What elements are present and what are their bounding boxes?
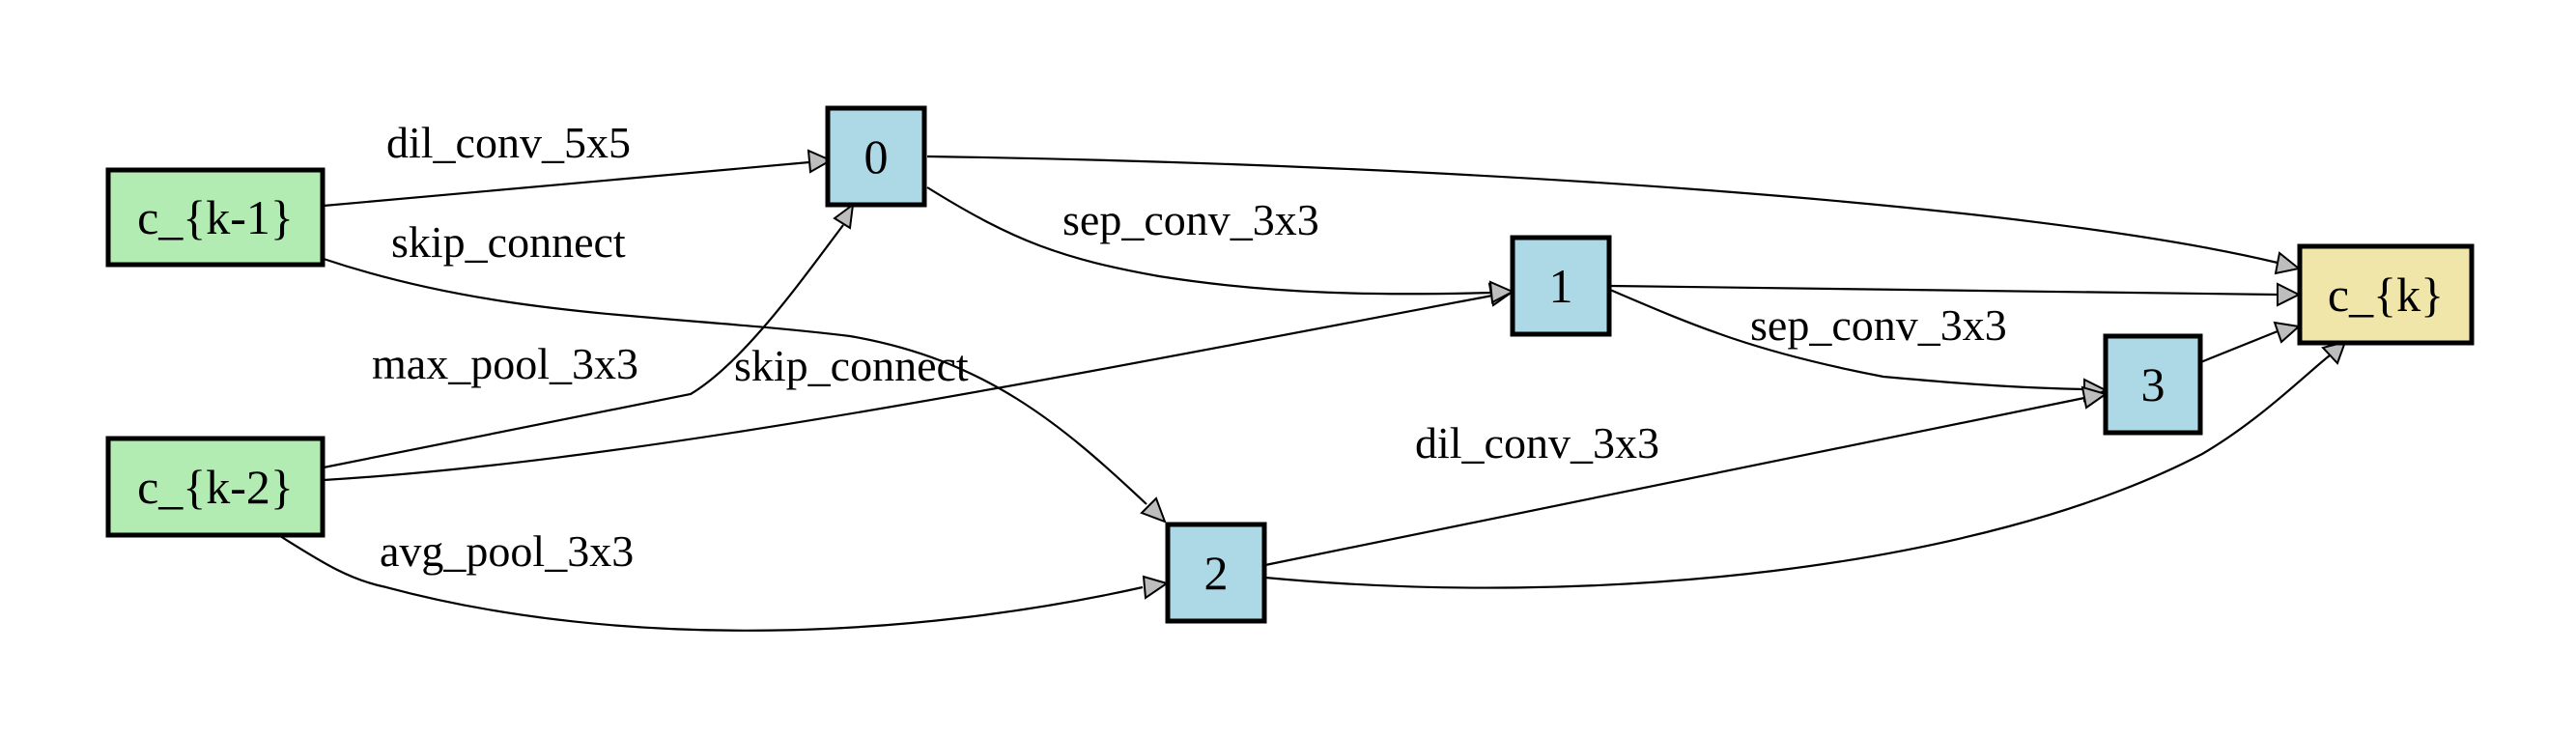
arrowhead	[807, 149, 834, 174]
node-label: c_{k-2}	[137, 460, 294, 514]
node-box	[105, 167, 326, 268]
arrowhead	[1488, 280, 1515, 304]
edge-label-avg-pool-3x3: avg_pool_3x3	[380, 526, 634, 576]
edge-1-to-ck	[1609, 282, 2302, 307]
node-3[interactable]: 3	[2103, 333, 2203, 436]
edge-line	[323, 224, 844, 469]
edge-line	[1264, 354, 2331, 589]
node-1[interactable]: 1	[1510, 235, 1612, 337]
node-2[interactable]: 2	[1165, 522, 1267, 624]
node-box	[1510, 235, 1612, 337]
node-label: 1	[1549, 259, 1573, 313]
edge-ck2-to-0	[323, 202, 855, 469]
edge-label-skip-connect-1: skip_connect	[391, 217, 626, 267]
edge-0-to-ck	[926, 155, 2302, 275]
node-box	[2103, 333, 2203, 436]
edge-ck1-to-2	[323, 257, 1167, 524]
edge-line	[926, 155, 2279, 265]
edge-line	[323, 257, 1147, 505]
arrowhead	[1142, 575, 1170, 600]
node-label: c_{k}	[2328, 268, 2444, 322]
edge-label-dil-conv-5x5: dil_conv_5x5	[386, 118, 631, 167]
edge-label-sep-conv-3x3-2: sep_conv_3x3	[1750, 300, 2007, 350]
edge-line	[323, 160, 810, 208]
edge-line	[323, 294, 1493, 482]
arrowhead	[833, 202, 855, 230]
edge-2-to-3	[1264, 385, 2109, 567]
node-c-k-1[interactable]: c_{k-1}	[105, 167, 326, 268]
arrowhead	[1140, 496, 1167, 524]
node-box	[2297, 243, 2475, 346]
edge-ck2-to-2	[279, 535, 1170, 632]
edge-label-dil-conv-3x3: dil_conv_3x3	[1415, 418, 1659, 467]
edge-line	[1609, 284, 2279, 297]
node-box	[825, 105, 927, 208]
node-label: c_{k-1}	[137, 190, 294, 244]
edge-label-max-pool-3x3: max_pool_3x3	[372, 339, 638, 388]
edge-label-skip-connect-2: skip_connect	[734, 341, 969, 390]
edge-label-sep-conv-3x3-1: sep_conv_3x3	[1062, 195, 1319, 244]
node-c-k[interactable]: c_{k}	[2297, 243, 2475, 346]
edge-line	[279, 535, 1144, 632]
edge-0-to-1	[926, 186, 1515, 304]
edge-ck1-to-0	[323, 149, 834, 208]
node-box	[105, 436, 326, 538]
edge-line	[1264, 396, 2085, 567]
edge-3-to-ck	[2197, 321, 2302, 365]
arrowhead	[2274, 251, 2302, 275]
arrowhead	[2273, 321, 2302, 344]
edge-line	[1609, 288, 2085, 391]
edge-line	[2197, 329, 2279, 365]
node-label: 2	[1204, 546, 1229, 600]
node-c-k-2[interactable]: c_{k-2}	[105, 436, 326, 538]
arrowhead	[2277, 282, 2302, 307]
arrowhead	[2081, 385, 2109, 410]
node-box	[1165, 522, 1267, 624]
edge-line	[926, 186, 1493, 296]
node-label: 3	[2141, 357, 2166, 411]
node-label: 0	[864, 129, 889, 184]
node-0[interactable]: 0	[825, 105, 927, 208]
